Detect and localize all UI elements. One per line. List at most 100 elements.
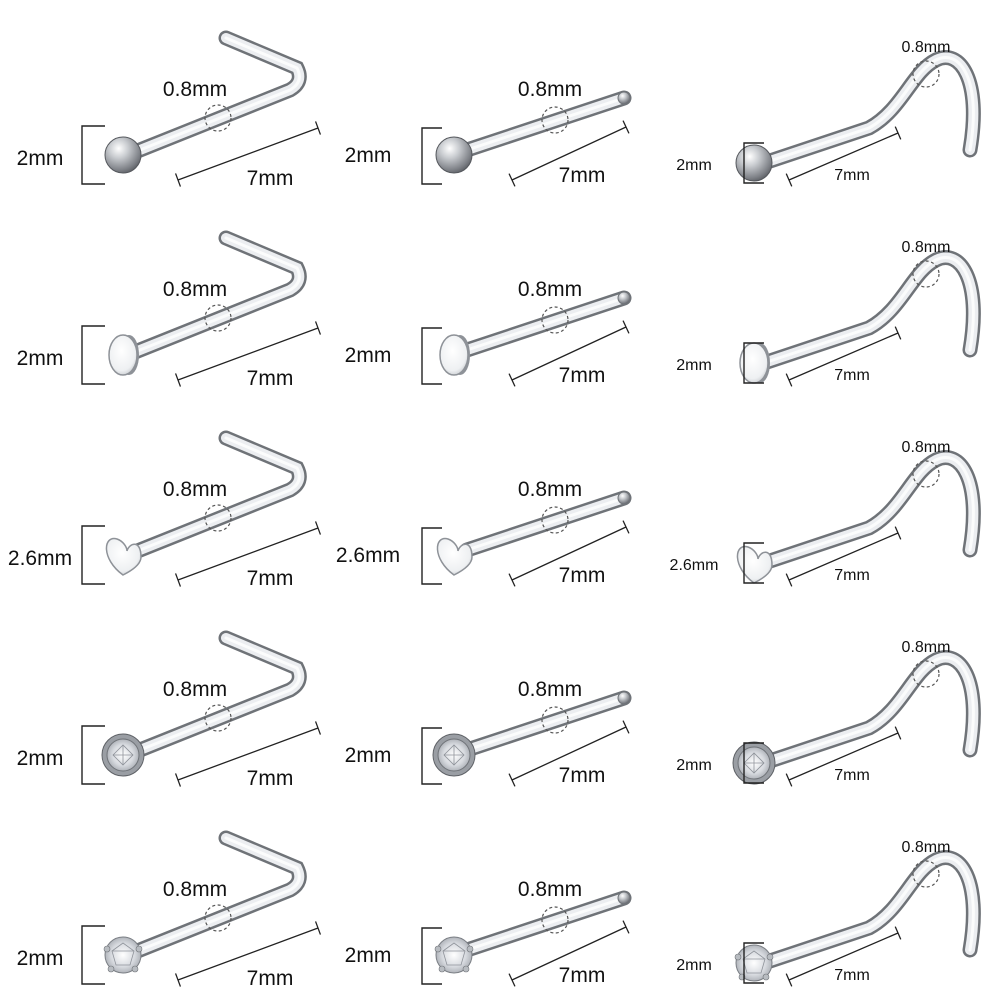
gauge-label: 0.8mm xyxy=(518,78,582,101)
length-label: 7mm xyxy=(247,567,294,590)
length-label: 7mm xyxy=(559,964,606,987)
length-dimension-line xyxy=(508,120,630,187)
diameter-bracket xyxy=(421,327,442,385)
stud-cell: 2.6mm 0.8mm 7mm xyxy=(336,478,632,587)
length-dimension-line xyxy=(508,520,630,587)
stud-cell: 2mm 0.8mm 7mm xyxy=(676,839,981,987)
length-dimension-line xyxy=(508,720,630,787)
pin-shadow xyxy=(756,650,981,771)
diameter-bracket xyxy=(81,925,105,985)
heart-head xyxy=(436,537,473,576)
gauge-marker xyxy=(541,706,569,734)
length-dimension-line xyxy=(174,921,322,987)
diameter-bracket xyxy=(81,525,105,585)
diameter-label: 2.6mm xyxy=(670,557,719,574)
gauge-label: 0.8mm xyxy=(518,478,582,501)
diameter-label: 2.6mm xyxy=(336,544,400,567)
flat-disc-head xyxy=(439,334,470,376)
length-label: 7mm xyxy=(559,764,606,787)
pin-highlight xyxy=(465,696,626,752)
diameter-bracket xyxy=(743,342,764,384)
gauge-label: 0.8mm xyxy=(518,278,582,301)
diameter-label: 2mm xyxy=(17,747,64,770)
length-dimension-line xyxy=(785,326,902,387)
diameter-label: 2.6mm xyxy=(8,547,72,570)
diameter-label: 2mm xyxy=(676,757,712,774)
length-dimension-line xyxy=(785,726,902,787)
pin-highlight xyxy=(133,436,301,554)
stud-cell: 2mm 0.8mm 7mm xyxy=(676,639,981,787)
diameter-bracket xyxy=(421,527,442,585)
length-label: 7mm xyxy=(834,967,870,984)
pin-highlight xyxy=(465,896,626,952)
length-label: 7mm xyxy=(247,967,294,990)
length-label: 7mm xyxy=(834,767,870,784)
pin-shadow xyxy=(756,850,981,971)
pin-highlight xyxy=(133,36,301,154)
gauge-label: 0.8mm xyxy=(902,39,951,56)
gauge-marker xyxy=(204,304,232,332)
ball-head xyxy=(104,136,142,174)
gauge-label: 0.8mm xyxy=(163,878,227,901)
bezel-crystal-head xyxy=(101,733,145,777)
gauge-label: 0.8mm xyxy=(902,639,951,656)
gauge-marker xyxy=(204,504,232,532)
gauge-marker xyxy=(912,860,940,888)
pin-highlight xyxy=(762,56,975,165)
diameter-label: 2mm xyxy=(676,357,712,374)
pin-highlight xyxy=(133,836,301,954)
length-label: 7mm xyxy=(247,367,294,390)
gauge-marker xyxy=(912,60,940,88)
diameter-bracket xyxy=(743,742,764,784)
diameter-label: 2mm xyxy=(17,347,64,370)
gauge-label: 0.8mm xyxy=(518,878,582,901)
length-dimension-line xyxy=(785,126,902,187)
diameter-bracket xyxy=(421,727,442,785)
length-dimension-line xyxy=(174,321,322,387)
gauge-marker xyxy=(912,460,940,488)
prong-crystal-head xyxy=(734,944,774,982)
gauge-label: 0.8mm xyxy=(163,478,227,501)
pin-highlight xyxy=(465,96,626,152)
length-dimension-line xyxy=(785,926,902,987)
pin-highlight xyxy=(133,236,301,354)
pin-highlight xyxy=(762,256,975,365)
bezel-crystal-head xyxy=(732,741,776,785)
diameter-bracket xyxy=(421,927,442,985)
diameter-bracket xyxy=(743,142,764,184)
gauge-label: 0.8mm xyxy=(163,78,227,101)
pin-tip xyxy=(617,291,631,305)
diameter-label: 2mm xyxy=(676,957,712,974)
length-label: 7mm xyxy=(247,167,294,190)
pin-tip xyxy=(617,491,631,505)
pin-highlight xyxy=(133,636,301,754)
length-label: 7mm xyxy=(559,364,606,387)
gauge-marker xyxy=(912,260,940,288)
pin-shadow xyxy=(756,450,981,571)
diameter-label: 2mm xyxy=(676,157,712,174)
gauge-label: 0.8mm xyxy=(902,239,951,256)
flat-disc-head xyxy=(108,334,139,376)
ball-head xyxy=(735,144,773,182)
gauge-marker xyxy=(541,306,569,334)
diameter-bracket xyxy=(743,942,764,984)
gauge-marker xyxy=(204,904,232,932)
diameter-bracket xyxy=(81,725,105,785)
gauge-label: 0.8mm xyxy=(902,839,951,856)
pin-highlight xyxy=(465,296,626,352)
length-label: 7mm xyxy=(559,564,606,587)
pin-tip xyxy=(617,691,631,705)
stud-cell: 2.6mm 0.8mm 7mm xyxy=(8,430,322,590)
pin-shadow xyxy=(756,250,981,371)
pin-tip xyxy=(617,891,631,905)
pin-highlight xyxy=(762,856,975,965)
gauge-marker xyxy=(204,104,232,132)
